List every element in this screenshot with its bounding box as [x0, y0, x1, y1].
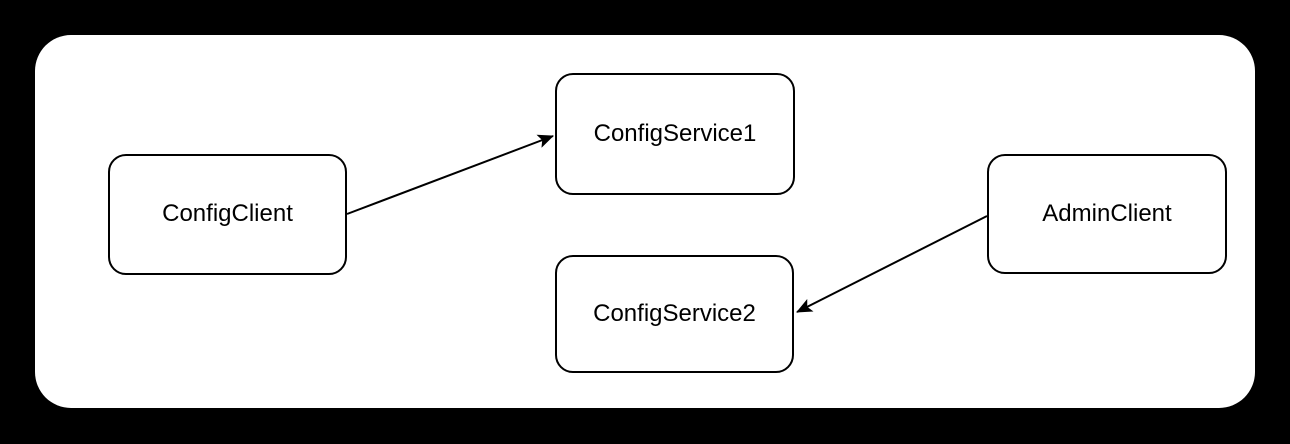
- node-config-service-2: ConfigService2: [555, 255, 794, 373]
- node-config-service-2-label: ConfigService2: [593, 299, 756, 327]
- node-admin-client: AdminClient: [987, 154, 1227, 274]
- node-admin-client-label: AdminClient: [1042, 199, 1172, 227]
- node-config-service-1-label: ConfigService1: [593, 119, 757, 147]
- node-config-service-1: ConfigService1: [555, 73, 795, 195]
- node-config-client: ConfigClient: [108, 154, 347, 275]
- node-config-client-label: ConfigClient: [162, 200, 293, 228]
